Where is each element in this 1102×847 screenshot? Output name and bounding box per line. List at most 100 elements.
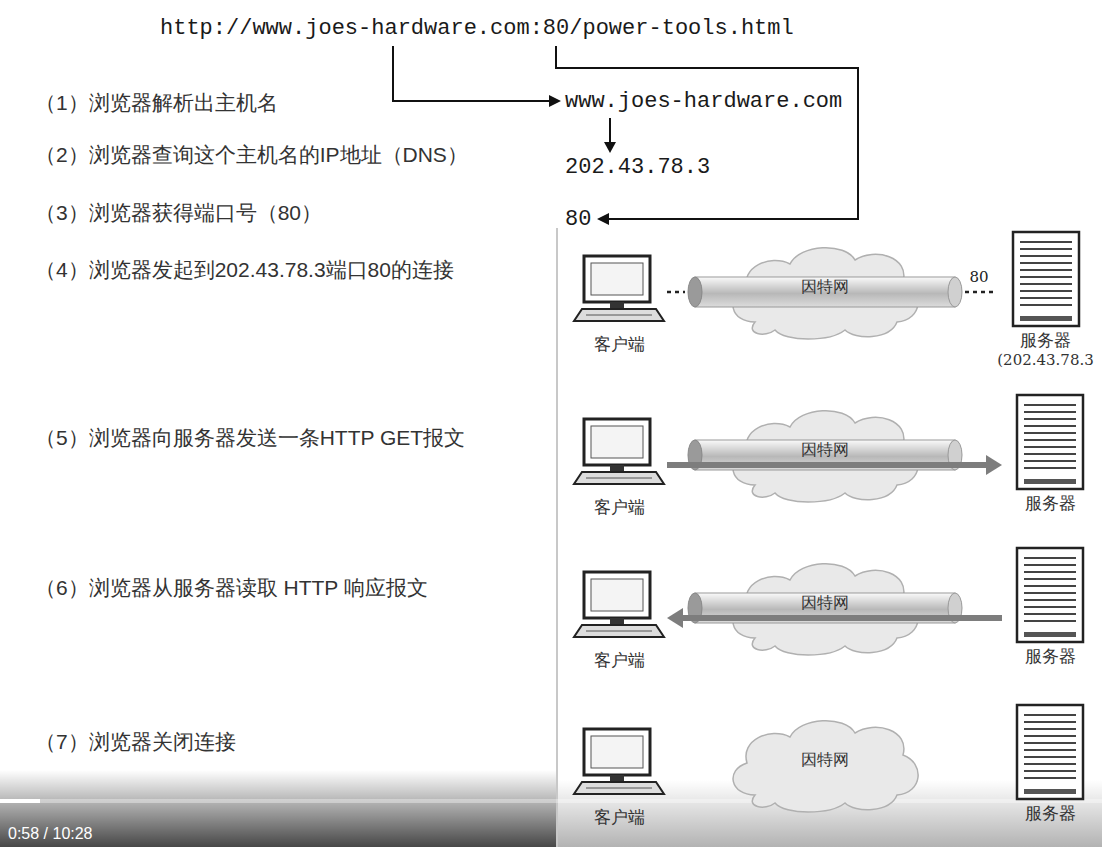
icon-part xyxy=(610,465,624,471)
device-caption: 服务器 xyxy=(1025,803,1076,824)
icon-part xyxy=(1017,548,1083,642)
client-computer: 客户端 xyxy=(572,254,667,355)
icon-part xyxy=(1024,789,1076,794)
ip-caption: (202.43.78.3 xyxy=(997,351,1094,370)
icon-part xyxy=(695,440,955,470)
ip-address: 202.43.78.3 xyxy=(565,155,710,181)
icon-part xyxy=(1024,479,1076,484)
icon-part xyxy=(1020,276,1072,278)
cloud-label: 因特网 xyxy=(801,593,849,613)
cloud-label: 因特网 xyxy=(801,440,849,460)
icon-part xyxy=(688,277,702,307)
video-shade xyxy=(0,770,557,847)
icon-part xyxy=(1017,705,1083,799)
step-text: （7）浏览器关闭连接 xyxy=(35,730,236,754)
video-time: 0:58 / 10:28 xyxy=(8,824,93,844)
icon-part xyxy=(586,478,652,479)
leader-arrow xyxy=(609,118,611,142)
icon-part xyxy=(1024,453,1076,455)
icon-part xyxy=(948,277,962,307)
icon-part xyxy=(1020,248,1072,250)
icon-part xyxy=(1024,613,1076,615)
internet-cloud: 因特网 xyxy=(685,558,965,658)
icon-part xyxy=(688,593,702,623)
dashed-connection xyxy=(667,292,685,293)
icon-part xyxy=(1020,241,1072,243)
server-icon xyxy=(1015,546,1085,644)
connector-line xyxy=(681,615,1002,621)
icon-part xyxy=(1024,578,1076,580)
arrow-head xyxy=(604,142,616,153)
icon-part xyxy=(1024,411,1076,413)
step-text: （3）浏览器获得端口号（80） xyxy=(35,201,322,225)
icon-part xyxy=(695,593,955,623)
icon-part xyxy=(1024,620,1076,622)
icon-part xyxy=(1024,467,1076,469)
icon-part xyxy=(1024,632,1076,637)
server-icon xyxy=(1015,393,1085,491)
icon-part xyxy=(591,736,643,768)
icon-part xyxy=(584,729,650,775)
icon-part xyxy=(1020,316,1072,321)
connector-line xyxy=(965,291,993,294)
arrow-head xyxy=(986,455,1002,475)
separator-line xyxy=(556,228,558,847)
icon-part xyxy=(1024,418,1076,420)
cloud-label: 因特网 xyxy=(801,277,849,297)
client-computer: 客户端 xyxy=(572,417,667,518)
icon-part xyxy=(1024,432,1076,434)
connector-line xyxy=(667,462,988,468)
server-icon xyxy=(1015,703,1085,801)
device-caption: 客户端 xyxy=(594,334,645,355)
icon-part xyxy=(610,618,624,624)
icon-part xyxy=(1024,735,1076,737)
icon-part xyxy=(1024,425,1076,427)
internet-cloud: 因特网 xyxy=(685,715,965,815)
icon-part xyxy=(1013,232,1079,326)
client-computer: 客户端 xyxy=(572,570,667,671)
icon-part xyxy=(695,277,955,307)
icon-part xyxy=(591,579,643,611)
computer-icon xyxy=(572,570,667,640)
progress-fill xyxy=(0,799,40,803)
internet-cloud: 因特网 xyxy=(685,242,965,342)
icon-part xyxy=(610,775,624,781)
icon-part xyxy=(586,315,652,316)
icon-part xyxy=(688,440,702,470)
icon-part xyxy=(1024,763,1076,765)
device-caption: 服务器 xyxy=(1025,646,1076,667)
server-icon xyxy=(1011,230,1081,328)
icon-part xyxy=(1024,728,1076,730)
icon-part xyxy=(1020,304,1072,306)
icon-part xyxy=(586,631,652,632)
step-text: （1）浏览器解析出主机名 xyxy=(35,91,278,115)
icon-part xyxy=(1017,395,1083,489)
message-arrow xyxy=(667,455,1002,475)
leader-arrow xyxy=(393,46,549,101)
host-name: www.joes-hardware.com xyxy=(565,89,842,115)
device-caption: 客户端 xyxy=(594,807,645,828)
device-caption: 客户端 xyxy=(594,497,645,518)
icon-part xyxy=(1020,269,1072,271)
icon-part xyxy=(1024,439,1076,441)
port-number: 80 xyxy=(565,207,591,233)
icon-part xyxy=(1024,749,1076,751)
icon-part xyxy=(574,472,664,484)
client-computer: 客户端 xyxy=(572,727,667,828)
device-caption: 服务器 xyxy=(1025,493,1076,514)
icon-part xyxy=(1024,446,1076,448)
progress-track xyxy=(0,799,1102,803)
icon-part xyxy=(1024,585,1076,587)
arrow-head xyxy=(597,213,609,225)
arrow-head xyxy=(549,95,561,107)
icon-part xyxy=(610,302,624,308)
url-text: http://www.joes-hardware.com:80/power-to… xyxy=(160,16,794,42)
icon-part xyxy=(591,426,643,458)
device-caption: 服务器 xyxy=(1020,330,1071,351)
icon-part xyxy=(1024,404,1076,406)
icon-part xyxy=(948,440,962,470)
icon-part xyxy=(1024,592,1076,594)
icon-part xyxy=(1024,770,1076,772)
port-label: 80 xyxy=(967,268,990,286)
